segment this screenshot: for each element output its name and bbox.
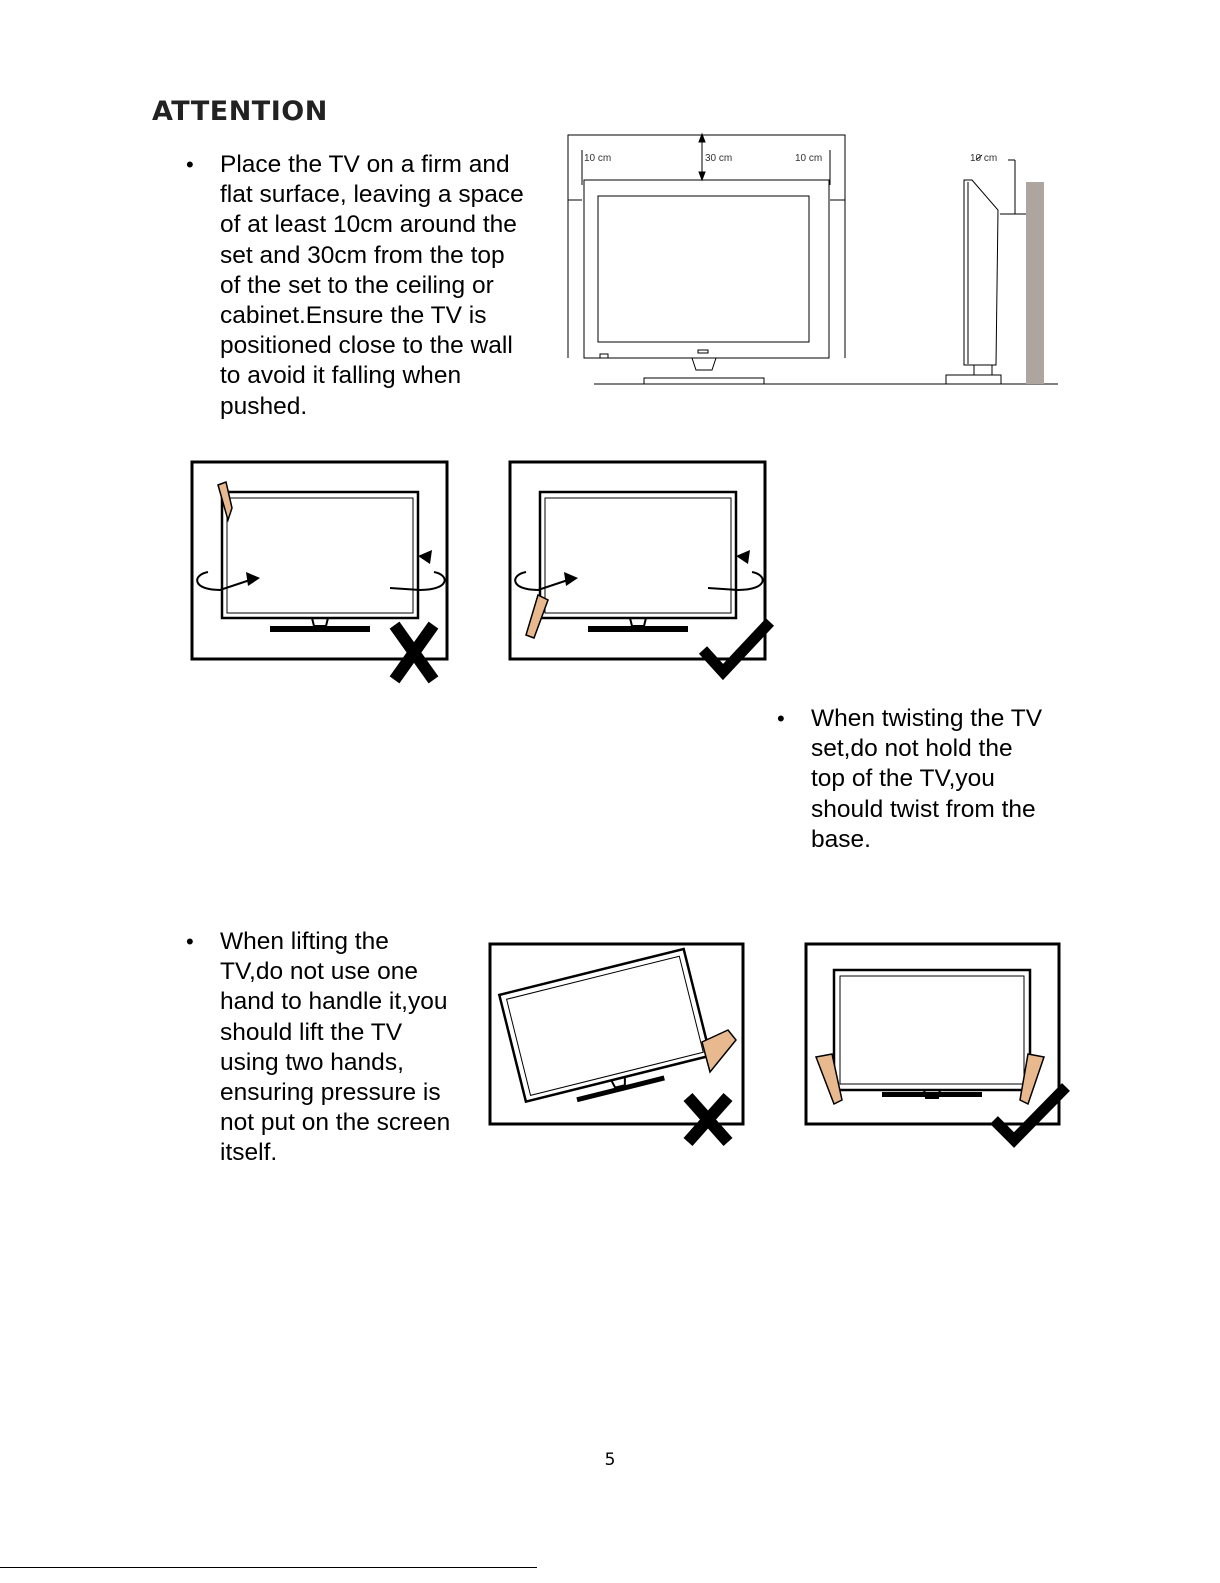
front-tv-screen xyxy=(597,195,810,343)
label-back-clearance: 10 cm xyxy=(970,153,997,164)
label-right-clearance: 10 cm xyxy=(795,153,822,164)
hand-icon xyxy=(701,1029,737,1074)
right-wall-line xyxy=(702,134,846,358)
bullet-twisting: • When twisting the TV set,do not hold t… xyxy=(777,704,1077,859)
lift-correct-illustration xyxy=(804,942,1070,1148)
label-top-clearance: 30 cm xyxy=(705,153,732,164)
cross-icon xyxy=(683,1093,733,1146)
twist-correct-illustration xyxy=(508,460,775,681)
front-tv-frame xyxy=(583,179,830,359)
hand-icon xyxy=(525,593,549,639)
cross-icon xyxy=(389,621,439,684)
bullet-lifting: • When lifting the TV,do not use one han… xyxy=(186,927,486,1177)
footer-rule xyxy=(0,1567,537,1568)
bullet-twisting-text: When twisting the TV set,do not hold the… xyxy=(811,705,1043,853)
bullet-symbol: • xyxy=(186,152,194,177)
page-number: 5 xyxy=(604,1450,616,1470)
bullet-symbol: • xyxy=(777,706,785,731)
check-icon xyxy=(990,1083,1070,1148)
bullet-symbol: • xyxy=(186,929,194,954)
side-tv-base xyxy=(945,374,1002,385)
bullet-placement-text: Place the TV on a firm and flat surface,… xyxy=(220,151,524,420)
front-tv-base xyxy=(643,377,765,385)
hand-icon xyxy=(217,480,233,523)
clearance-diagram: 10 cm 30 cm 10 cm 10 cm xyxy=(567,132,1058,385)
left-wall-line xyxy=(567,134,702,358)
label-left-clearance: 10 cm xyxy=(584,153,611,164)
back-wall xyxy=(1026,182,1044,384)
right-hand-icon xyxy=(1019,1053,1045,1106)
twist-wrong-illustration xyxy=(190,460,449,684)
side-tv-body xyxy=(963,179,999,366)
page-heading: ATTENTION xyxy=(152,96,328,127)
bullet-lifting-text: When lifting the TV,do not use one hand … xyxy=(220,928,451,1167)
check-icon xyxy=(698,618,775,681)
lift-wrong-illustration xyxy=(488,942,745,1146)
bullet-placement: • Place the TV on a firm and flat surfac… xyxy=(186,150,546,425)
left-hand-icon xyxy=(814,1053,843,1106)
